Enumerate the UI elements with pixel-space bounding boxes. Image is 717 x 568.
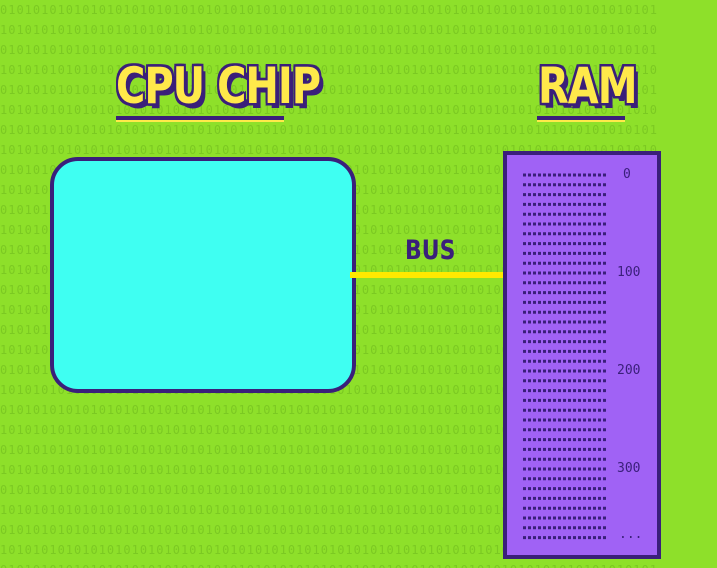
ram-address-0: 0	[623, 167, 631, 182]
ram-title: RAM	[538, 58, 638, 116]
bus-connector-line	[350, 272, 508, 278]
ram-address-300: 300	[617, 461, 641, 476]
ram-address-ellipsis: ...	[619, 527, 643, 542]
ram-address-200: 200	[617, 363, 641, 378]
ram-memory-rows	[523, 173, 607, 540]
ram-address-100: 100	[617, 265, 641, 280]
cpu-chip-box	[50, 157, 356, 393]
cpu-chip-title: CPU CHIP	[116, 58, 321, 116]
bus-label: BUS	[405, 236, 456, 266]
ram-title-underline	[537, 116, 625, 122]
ram-memory-block: 0 100 200 300 ...	[503, 151, 661, 559]
cpu-title-underline	[116, 116, 284, 122]
